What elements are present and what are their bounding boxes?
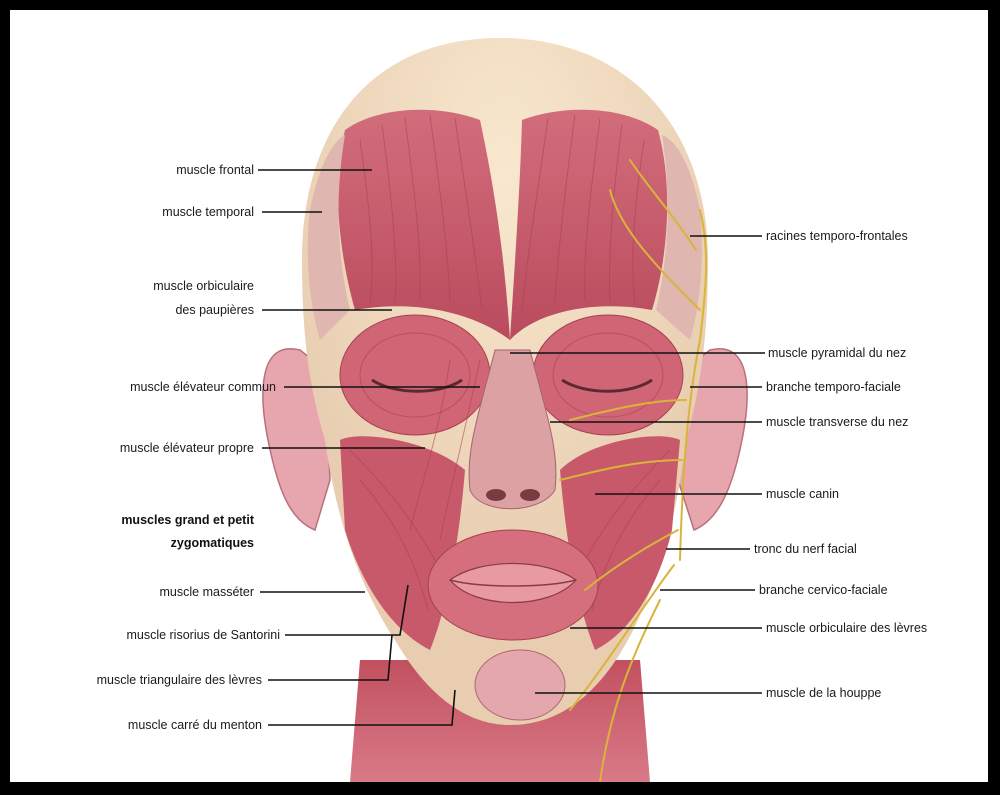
- right-labels: racines temporo-frontales muscle pyramid…: [754, 229, 927, 700]
- label-pyramidal-nez: muscle pyramidal du nez: [768, 346, 906, 360]
- label-zygomatiques-line2: zygomatiques: [171, 536, 254, 550]
- label-branche-cervico-faciale: branche cervico-faciale: [759, 583, 888, 597]
- label-orbiculaire-levres: muscle orbiculaire des lèvres: [766, 621, 927, 635]
- label-transverse-nez: muscle transverse du nez: [766, 415, 908, 429]
- left-labels: muscle frontal muscle temporal muscle or…: [97, 163, 280, 732]
- label-tronc-nerf-facial: tronc du nerf facial: [754, 542, 857, 556]
- label-orbiculaire-paupieres-line2: des paupières: [175, 303, 254, 317]
- label-muscle-frontal: muscle frontal: [176, 163, 254, 177]
- label-muscle-canin: muscle canin: [766, 487, 839, 501]
- label-racines-temporo-frontales: racines temporo-frontales: [766, 229, 908, 243]
- label-muscle-houppe: muscle de la houppe: [766, 686, 881, 700]
- label-risorius: muscle risorius de Santorini: [126, 628, 280, 642]
- label-zygomatiques-line1: muscles grand et petit: [121, 513, 255, 527]
- facial-muscles-diagram: muscle frontal muscle temporal muscle or…: [10, 10, 988, 782]
- left-nostril: [486, 489, 506, 501]
- label-masseter: muscle masséter: [160, 585, 254, 599]
- label-triangulaire: muscle triangulaire des lèvres: [97, 673, 262, 687]
- label-branche-temporo-faciale: branche temporo-faciale: [766, 380, 901, 394]
- label-elevateur-propre: muscle élévateur propre: [120, 441, 254, 455]
- label-elevateur-commun: muscle élévateur commun: [130, 380, 276, 394]
- right-nostril: [520, 489, 540, 501]
- chin-mentalis: [475, 650, 565, 720]
- frontal-muscle-left: [338, 110, 510, 340]
- diagram-frame: muscle frontal muscle temporal muscle or…: [10, 10, 988, 782]
- label-muscle-temporal: muscle temporal: [162, 205, 254, 219]
- head-illustration: [263, 38, 747, 782]
- label-carre-menton: muscle carré du menton: [128, 718, 262, 732]
- label-orbiculaire-paupieres-line1: muscle orbiculaire: [153, 279, 254, 293]
